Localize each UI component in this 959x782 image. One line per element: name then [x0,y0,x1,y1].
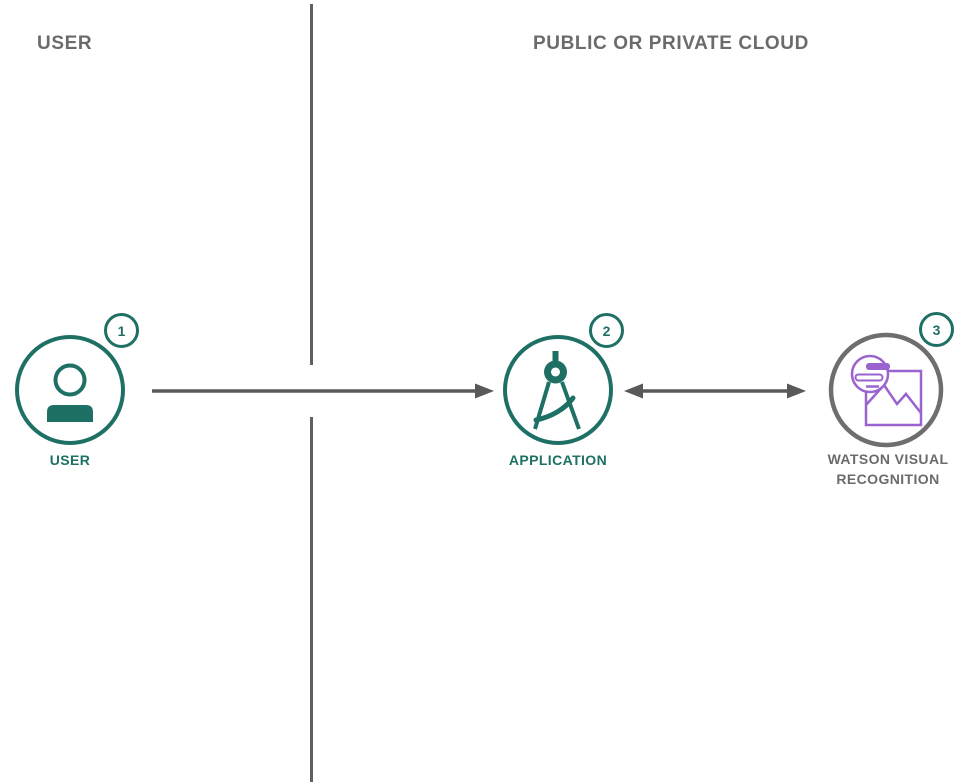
zone-divider-bottom [310,417,313,782]
right-section-title: PUBLIC OR PRIVATE CLOUD [533,33,809,54]
arrow-user-to-application [152,383,494,399]
step-badge-1: 1 [104,313,139,348]
user-node [15,335,125,445]
left-section-title: USER [37,33,93,54]
compass-icon [533,351,581,430]
watson-node-label: WATSON VISUAL RECOGNITION [827,451,949,487]
zone-divider-top [310,4,313,365]
application-node-label: APPLICATION [508,452,608,468]
person-icon [47,363,93,422]
visual-recognition-icon [850,354,923,427]
step-badge-2: 2 [589,313,624,348]
application-node [503,335,613,445]
arrow-application-watson-bidirectional [624,383,806,399]
watson-visual-recognition-node [828,332,944,448]
user-node-label: USER [49,452,91,468]
step-badge-3: 3 [919,312,954,347]
